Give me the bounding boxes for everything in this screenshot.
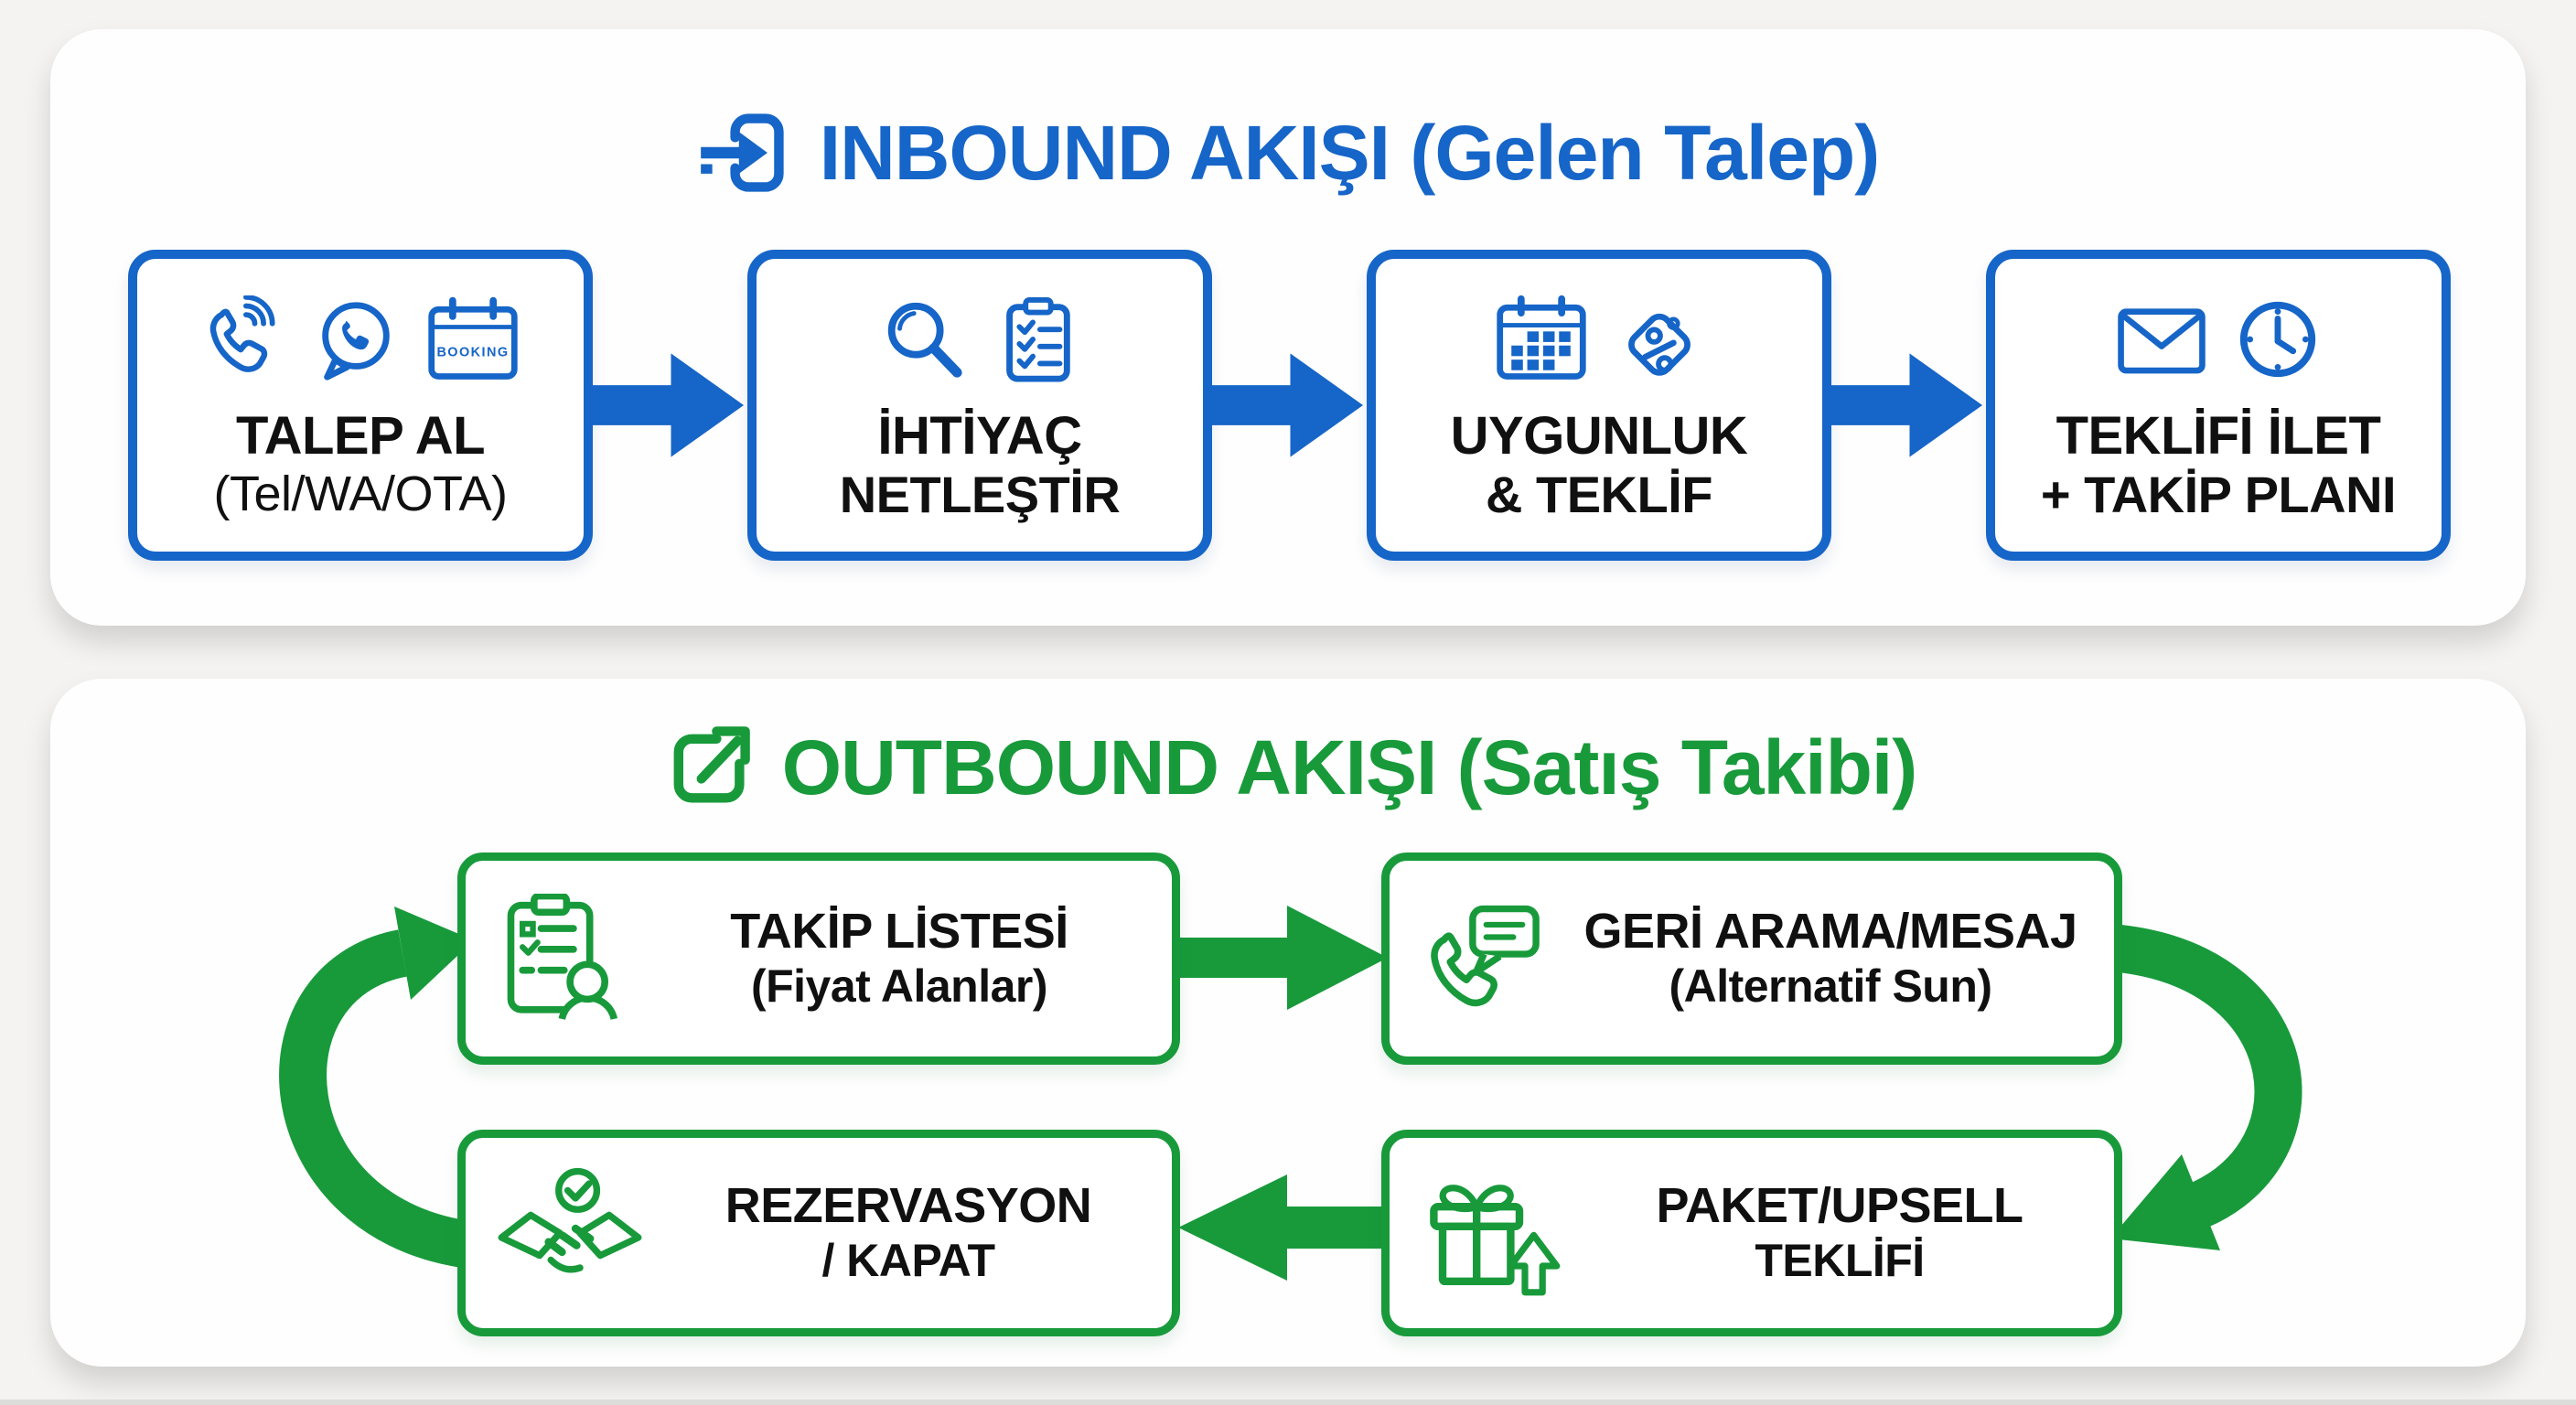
inbound-title-text: INBOUND AKIŞI (Gelen Talep) xyxy=(819,109,1880,196)
inbound-step-3-icons xyxy=(1493,292,1705,387)
checklist-icon xyxy=(992,295,1081,384)
booking-badge-text: BOOKING xyxy=(436,345,509,359)
inbound-panel: INBOUND AKIŞI (Gelen Talep) xyxy=(50,29,2526,626)
discount-tag-icon xyxy=(1614,294,1705,385)
step-title: TALEP AL xyxy=(235,406,486,466)
cycle-curve-right xyxy=(2116,925,2302,1234)
inbound-step-talep-al: BOOKING TALEP AL (Tel/WA/OTA) xyxy=(128,250,593,561)
step-subtitle: / KAPAT xyxy=(821,1235,995,1287)
step-title: İHTİYAÇ xyxy=(877,406,1082,466)
gift-upsell-icon xyxy=(1421,1167,1563,1299)
inbound-step-1-icons: BOOKING xyxy=(199,292,521,387)
calendar-grid-icon xyxy=(1493,295,1590,384)
step-subtitle: NETLEŞTİR xyxy=(839,465,1121,523)
cycle-arrows xyxy=(279,906,2302,1281)
inbound-step-4-icons xyxy=(2114,292,2323,387)
cycle-arrow-right-icon xyxy=(1171,906,1388,1010)
step-subtitle: + TAKİP PLANI xyxy=(2040,465,2397,523)
outbound-cycle: TAKİP LİSTESİ (Fiyat Alanlar) xyxy=(50,679,2526,1367)
outbound-title-text: OUTBOUND AKIŞI (Satış Takibi) xyxy=(781,724,1917,810)
step-subtitle: TEKLİFİ xyxy=(1755,1235,1925,1287)
magnifier-icon xyxy=(878,295,968,384)
clock-icon xyxy=(2233,295,2323,384)
step-title: UYGUNLUK xyxy=(1450,406,1748,466)
inbound-step-2-icons xyxy=(878,292,1081,387)
step-subtitle: & TEKLİF xyxy=(1486,465,1712,523)
cycle-curve-right-head-icon xyxy=(2110,1154,2220,1250)
external-link-icon xyxy=(660,720,755,815)
flow-arrow-right-icon xyxy=(1831,353,1983,457)
outbound-step-takip-listesi: TAKİP LİSTESİ (Fiyat Alanlar) xyxy=(457,853,1180,1065)
step-title: TEKLİFİ İLET xyxy=(2055,406,2381,466)
flow-arrow-right-icon xyxy=(1212,353,1364,457)
inbound-step-ihtiyac-netlestir: İHTİYAÇ NETLEŞTİR xyxy=(747,250,1212,561)
outbound-step-rezervasyon: REZERVASYON / KAPAT xyxy=(457,1130,1180,1336)
clipboard-person-icon xyxy=(497,894,625,1024)
inbound-step-uygunluk-teklif: UYGUNLUK & TEKLİF xyxy=(1367,250,1831,561)
handshake-check-icon xyxy=(497,1164,643,1303)
step-title: TAKİP LİSTESİ xyxy=(730,903,1068,959)
flow-arrow-right-icon xyxy=(593,353,745,457)
outbound-step-geri-arama: GERİ ARAMA/MESAJ (Alternatif Sun) xyxy=(1381,853,2122,1065)
step-title: GERİ ARAMA/MESAJ xyxy=(1583,903,2077,959)
step-title: PAKET/UPSELL xyxy=(1656,1177,2023,1233)
bottom-edge-strip xyxy=(0,1400,2576,1405)
login-arrow-icon xyxy=(697,105,792,200)
inbound-flow-row: BOOKING TALEP AL (Tel/WA/OTA) xyxy=(128,250,2451,561)
step-subtitle: (Fiyat Alanlar) xyxy=(750,960,1048,1013)
booking-calendar-icon: BOOKING xyxy=(424,295,521,384)
step-subtitle: (Alternatif Sun) xyxy=(1669,960,1992,1013)
cycle-arrow-left-icon xyxy=(1178,1174,1390,1281)
phone-message-icon xyxy=(1421,902,1545,1015)
phone-call-icon xyxy=(199,295,287,383)
outbound-title: OUTBOUND AKIŞI (Satış Takibi) xyxy=(50,720,2526,815)
inbound-title: INBOUND AKIŞI (Gelen Talep) xyxy=(50,105,2526,200)
outbound-panel: OUTBOUND AKIŞI (Satış Takibi) xyxy=(50,679,2526,1367)
envelope-icon xyxy=(2114,295,2209,383)
step-subtitle: (Tel/WA/OTA) xyxy=(213,466,508,521)
cycle-curve-left xyxy=(279,929,468,1268)
inbound-step-teklifi-ilet: TEKLİFİ İLET + TAKİP PLANI xyxy=(1986,250,2451,561)
outbound-step-paket-upsell: PAKET/UPSELL TEKLİFİ xyxy=(1381,1130,2122,1336)
step-title: REZERVASYON xyxy=(724,1177,1092,1233)
whatsapp-icon xyxy=(311,295,401,384)
